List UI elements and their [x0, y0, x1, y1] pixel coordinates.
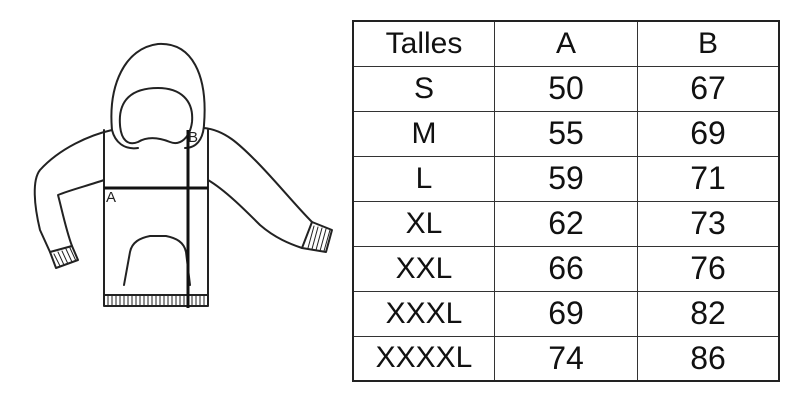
measure-label-b: B [188, 129, 199, 146]
header-b: B [637, 20, 780, 67]
hood-inner [118, 87, 194, 145]
table-row: S 50 67 [352, 65, 780, 112]
size-cell: S [352, 65, 495, 112]
size-cell: XXXL [352, 290, 495, 337]
table-row: XL 62 73 [352, 200, 780, 247]
table-row: L 59 71 [352, 155, 780, 202]
table-row: XXXXL 74 86 [352, 335, 780, 382]
b-cell: 69 [637, 110, 780, 157]
kangaroo-pocket [123, 235, 191, 286]
b-cell: 71 [637, 155, 780, 202]
left-cuff [49, 245, 79, 269]
hoodie-drawing [33, 42, 333, 308]
a-cell: 62 [494, 200, 638, 247]
b-cell: 76 [637, 245, 780, 292]
a-cell: 66 [494, 245, 638, 292]
size-cell: XXL [352, 245, 495, 292]
b-cell: 86 [637, 335, 780, 382]
size-cell: XXXXL [352, 335, 495, 382]
right-sleeve [203, 127, 313, 223]
a-cell: 59 [494, 155, 638, 202]
header-a: A [494, 20, 638, 67]
size-chart-table: Talles A B S 50 67 M 55 69 L 59 71 XL 62… [352, 20, 780, 382]
left-sleeve [33, 129, 113, 253]
b-cell: 73 [637, 200, 780, 247]
hood-outer [110, 42, 206, 131]
a-cell: 50 [494, 65, 638, 112]
size-cell: M [352, 110, 495, 157]
a-cell: 74 [494, 335, 638, 382]
a-cell: 55 [494, 110, 638, 157]
right-cuff [301, 221, 333, 253]
measure-label-a: A [106, 189, 117, 206]
body-outline [103, 129, 209, 296]
table-row: XXXL 69 82 [352, 290, 780, 337]
hoodie-illustration: A B [20, 30, 350, 330]
b-cell: 67 [637, 65, 780, 112]
table-row: XXL 66 76 [352, 245, 780, 292]
table-row: M 55 69 [352, 110, 780, 157]
b-cell: 82 [637, 290, 780, 337]
table-header-row: Talles A B [352, 20, 780, 67]
size-cell: XL [352, 200, 495, 247]
header-size: Talles [352, 20, 495, 67]
size-cell: L [352, 155, 495, 202]
a-cell: 69 [494, 290, 638, 337]
